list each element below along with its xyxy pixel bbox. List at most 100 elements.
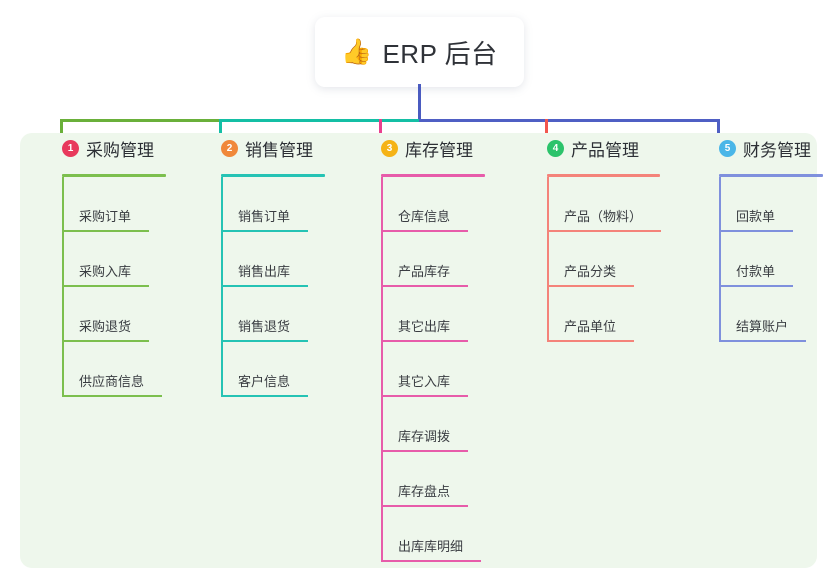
branch-item-label: 库存盘点 [398, 484, 451, 499]
branch-item-label: 产品（物料） [564, 209, 643, 224]
branch-item-label: 采购入库 [79, 264, 132, 279]
branch-item[interactable]: 产品库存 [381, 232, 468, 287]
branch-item[interactable]: 采购订单 [62, 177, 149, 232]
branch-item-label: 供应商信息 [79, 374, 145, 389]
branch-item-label: 销售出库 [238, 264, 291, 279]
branch-item-label: 客户信息 [238, 374, 291, 389]
branch-header-5[interactable]: 5 财务管理 [698, 133, 811, 163]
branch-item-label: 采购订单 [79, 209, 132, 224]
branch-item-rule [221, 230, 308, 232]
branch-item[interactable]: 采购退货 [62, 287, 149, 342]
branch-item-rule [719, 340, 806, 342]
branch-item[interactable]: 仓库信息 [381, 177, 468, 232]
root-title: ERP 后台 [382, 38, 498, 69]
branch-item-rule [719, 230, 793, 232]
branch-item[interactable]: 产品单位 [547, 287, 634, 342]
branch-badge-3: 3 [381, 139, 398, 157]
branch-item-rule [221, 285, 308, 287]
branch-item[interactable]: 销售订单 [221, 177, 308, 232]
branch-title: 库存管理 [405, 140, 473, 160]
branch-item-label: 产品单位 [564, 319, 617, 334]
branch-item[interactable]: 库存调拨 [381, 397, 468, 452]
branch-header-rule [547, 174, 660, 177]
branch-item-rule [547, 340, 634, 342]
branch-badge-5: 5 [719, 139, 736, 157]
branch-item[interactable]: 产品（物料） [547, 177, 661, 232]
branch-item-rule [381, 560, 481, 562]
branch-item[interactable]: 付款单 [719, 232, 793, 287]
root-node[interactable]: 👍 ERP 后台 [315, 17, 524, 87]
branch-item-rule [381, 450, 468, 452]
branch-header-3[interactable]: 3 库存管理 [360, 133, 473, 163]
thumbs-up-icon: 👍 [341, 37, 373, 66]
branch-item-rule [547, 285, 634, 287]
bus-green [60, 119, 220, 122]
branch-item-rule [381, 340, 468, 342]
bus-teal [220, 119, 419, 122]
branch-item-label: 其它入库 [398, 374, 451, 389]
branch-item[interactable]: 其它入库 [381, 342, 468, 397]
branch-item[interactable]: 出库库明细 [381, 507, 481, 562]
branch-title: 财务管理 [743, 140, 811, 160]
branch-item[interactable]: 客户信息 [221, 342, 308, 397]
branch-item[interactable]: 库存盘点 [381, 452, 468, 507]
branch-column-3: 3 库存管理仓库信息产品库存其它出库其它入库库存调拨库存盘点出库库明细 [360, 133, 485, 562]
branch-item[interactable]: 其它出库 [381, 287, 468, 342]
branch-item-label: 销售订单 [238, 209, 291, 224]
branch-item-rule [381, 285, 468, 287]
branch-item-rule [547, 230, 661, 232]
branch-item-rule [62, 340, 149, 342]
branch-item-label: 其它出库 [398, 319, 451, 334]
branch-item-rule [381, 395, 468, 397]
branch-badge-1: 1 [62, 139, 79, 157]
branch-item-label: 回款单 [736, 209, 776, 224]
branch-item-label: 仓库信息 [398, 209, 451, 224]
branch-title: 销售管理 [245, 140, 313, 160]
branch-spine [719, 177, 721, 342]
branch-title: 产品管理 [571, 140, 639, 160]
branch-item[interactable]: 销售出库 [221, 232, 308, 287]
branch-column-2: 2 销售管理销售订单销售出库销售退货客户信息 [200, 133, 325, 397]
branch-header-rule [221, 174, 325, 177]
branch-header-rule [381, 174, 485, 177]
branch-item-rule [719, 285, 793, 287]
branch-header-2[interactable]: 2 销售管理 [200, 133, 313, 163]
branch-header-rule [719, 174, 823, 177]
branch-item-rule [62, 285, 149, 287]
branch-item[interactable]: 供应商信息 [62, 342, 162, 397]
branch-header-rule [62, 174, 166, 177]
bus-blue [419, 119, 720, 122]
branch-item-label: 采购退货 [79, 319, 132, 334]
branch-item-rule [221, 340, 308, 342]
branch-item-rule [381, 505, 468, 507]
branch-spine [547, 177, 549, 342]
branch-badge-2: 2 [221, 139, 238, 157]
branch-badge-4: 4 [547, 139, 564, 157]
branch-item-label: 产品库存 [398, 264, 451, 279]
branch-item-label: 结算账户 [736, 319, 789, 334]
branch-item[interactable]: 产品分类 [547, 232, 634, 287]
branch-column-5: 5 财务管理回款单付款单结算账户 [698, 133, 823, 342]
branch-item[interactable]: 采购入库 [62, 232, 149, 287]
branch-spine [221, 177, 223, 397]
branch-header-1[interactable]: 1 采购管理 [41, 133, 154, 163]
branch-column-1: 1 采购管理采购订单采购入库采购退货供应商信息 [41, 133, 166, 397]
branch-item-label: 出库库明细 [398, 539, 464, 554]
branch-item-rule [221, 395, 308, 397]
branch-header-4[interactable]: 4 产品管理 [526, 133, 639, 163]
branch-item-label: 付款单 [736, 264, 776, 279]
branch-item[interactable]: 销售退货 [221, 287, 308, 342]
branch-title: 采购管理 [86, 140, 154, 160]
branch-column-4: 4 产品管理产品（物料） 产品分类产品单位 [526, 133, 661, 342]
branch-item[interactable]: 结算账户 [719, 287, 806, 342]
branch-item-label: 销售退货 [238, 319, 291, 334]
root-stem [418, 84, 421, 122]
branch-item-rule [381, 230, 468, 232]
branch-item-rule [62, 395, 162, 397]
branches-panel: 1 采购管理采购订单采购入库采购退货供应商信息 2 销售管理销售订单销售出库销售退货客… [20, 133, 823, 568]
branch-spine [62, 177, 64, 397]
branch-item[interactable]: 回款单 [719, 177, 793, 232]
branch-item-label: 产品分类 [564, 264, 617, 279]
branch-item-label: 库存调拨 [398, 429, 451, 444]
